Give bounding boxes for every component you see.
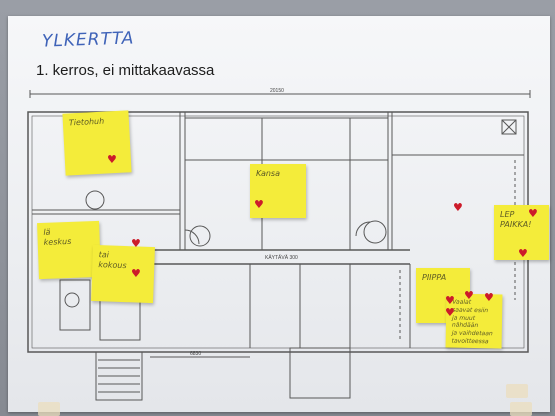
sticky-note-text: lä keskus bbox=[43, 227, 72, 248]
printed-title: 1. kerros, ei mittakaavassa bbox=[36, 62, 215, 79]
sticky-note-left-lower: tai kokous bbox=[91, 244, 155, 304]
heart-icon: ♥ bbox=[453, 201, 463, 214]
sticky-note-text: PIIPPA bbox=[422, 273, 447, 282]
tape-strip bbox=[510, 402, 532, 416]
sticky-note-center: Kansa bbox=[250, 164, 306, 218]
heart-icon: ♥ bbox=[254, 198, 264, 211]
tape-strip bbox=[38, 402, 60, 416]
heart-icon: ♥ bbox=[131, 267, 141, 280]
heart-icon: ♥ bbox=[445, 306, 455, 319]
dim-top-label: 20150 bbox=[270, 88, 284, 94]
heart-icon: ♥ bbox=[528, 207, 538, 220]
dim-bottom-label: 6830 bbox=[190, 351, 201, 357]
heart-icon: ♥ bbox=[484, 291, 494, 304]
heart-icon: ♥ bbox=[518, 247, 528, 260]
sticky-note-text: Vaalat saavat esiin ja muut nähdään ja v… bbox=[451, 298, 493, 346]
sticky-note-text: tai kokous bbox=[98, 250, 127, 271]
corridor-label: KÄYTÄVÄ 300 bbox=[265, 254, 298, 261]
heart-icon: ♥ bbox=[107, 153, 117, 166]
sticky-note-right-middle: LEP PAIKKA! bbox=[494, 205, 549, 260]
heart-icon: ♥ bbox=[131, 237, 141, 250]
sticky-note-text: Tietohuh bbox=[68, 116, 105, 128]
sticky-note-text: LEP PAIKKA! bbox=[500, 210, 532, 230]
sticky-note-text: Kansa bbox=[256, 169, 281, 178]
heart-icon: ♥ bbox=[464, 289, 474, 302]
tape-strip bbox=[506, 384, 528, 398]
sticky-note-top-left: Tietohuh bbox=[62, 110, 132, 176]
heart-icon: ♥ bbox=[445, 294, 455, 307]
